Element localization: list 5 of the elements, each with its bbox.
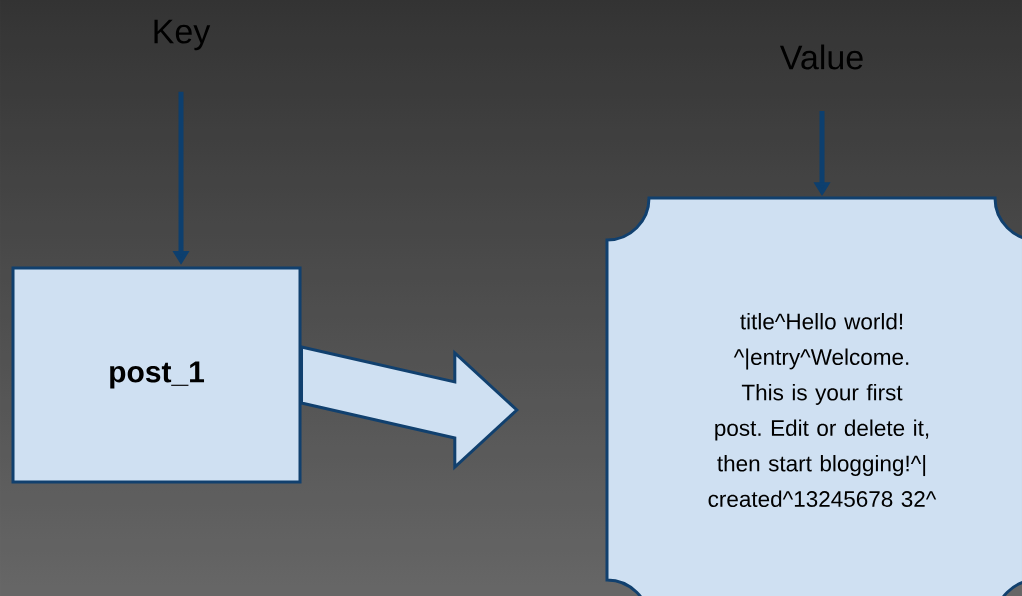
heading-label: Key bbox=[154, 19, 211, 51]
plaque-box: title^Hello world! ^|entry^Welcome. This is your first post. Edit or delete it, then start blogging!^| created^13245678 32^ bbox=[605, 196, 1022, 596]
block-arrow bbox=[300, 345, 520, 471]
process-box: post_1 bbox=[11, 266, 302, 484]
heading-label: Value bbox=[779, 44, 863, 70]
